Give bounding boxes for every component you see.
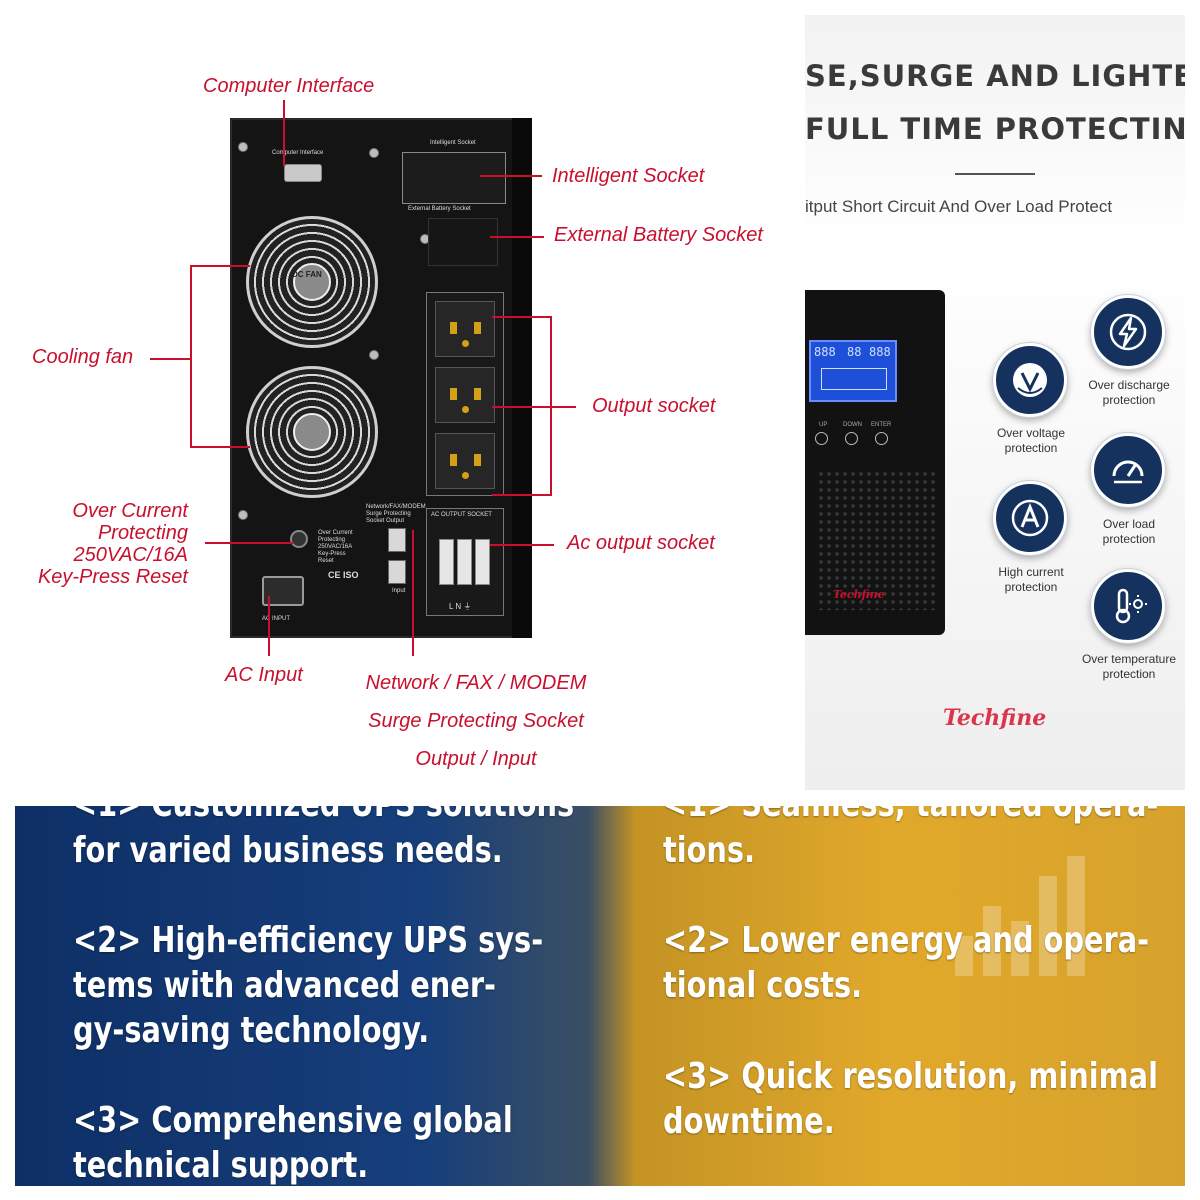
leader-line [190, 265, 192, 448]
cooling-fan [246, 216, 378, 348]
ac-input-port [262, 576, 304, 606]
input-print: Input [392, 588, 406, 594]
left-line: <2> High-efficiency UPS sys- [73, 920, 544, 961]
thermometer-icon [1091, 569, 1165, 643]
network-port-input [388, 560, 406, 584]
right-line: tional costs. [663, 965, 863, 1006]
down-button [845, 432, 858, 445]
label-network-modem: Network / FAX / MODEM Surge Protecting S… [365, 672, 587, 770]
label-computer-interface: Computer Interface [203, 75, 375, 97]
over-current-print: Over Current Protecting 250VAC/16A Key-P… [318, 530, 353, 564]
terminal [475, 539, 490, 585]
ac-input-print: AC INPUT [262, 616, 291, 622]
right-line: downtime. [663, 1101, 835, 1142]
fan-hub [293, 413, 331, 451]
techfine-logo: Techfine [943, 705, 1047, 731]
cooling-fan [246, 366, 378, 498]
left-line: <3> Comprehensive global [73, 1100, 513, 1141]
right-line: tions. [663, 830, 756, 871]
ups-side-panel [512, 118, 532, 638]
leader-line [490, 544, 554, 546]
leader-line [283, 100, 285, 166]
right-line: <3> Quick resolution, minimal [663, 1056, 1158, 1097]
ups-front: 888 88 888 UP DOWN ENTER Techfine [805, 290, 945, 635]
headline-full-time: FULL TIME PROTECTING [805, 112, 1185, 146]
leader-line [150, 358, 190, 360]
leader-line [480, 175, 542, 177]
ac-output-print: AC OUTPUT SOCKET [431, 512, 492, 518]
terminal [439, 539, 454, 585]
left-line: tems with advanced ener- [73, 965, 496, 1006]
reset-breaker [290, 530, 308, 548]
computer-interface-print: Computer Interface [272, 150, 324, 156]
left-item-1-cut: <1> Customized UPS solutions [73, 806, 574, 827]
fan-label: DC FAN [292, 270, 322, 279]
up-button [815, 432, 828, 445]
lcd-screen: 888 88 888 [809, 340, 897, 402]
leader-line [492, 494, 552, 496]
lcd-diagram [821, 368, 887, 390]
fan-hub [293, 263, 331, 301]
label-external-battery: External Battery Socket [554, 224, 763, 246]
screw [238, 142, 248, 152]
label-cooling-fan: Cooling fan [32, 346, 134, 368]
screw [369, 350, 379, 360]
external-battery-print: External Battery Socket [408, 206, 471, 212]
leader-line [490, 236, 544, 238]
network-port-output [388, 528, 406, 552]
output-outlet [435, 301, 495, 357]
battery-connector [428, 218, 498, 266]
right-line: <2> Lower energy and opera- [663, 920, 1150, 961]
lightning-icon [1091, 295, 1165, 369]
front-brand: Techfine [833, 588, 885, 601]
cert-marks: CE ISO [328, 570, 359, 580]
leader-line [492, 316, 552, 318]
intelligent-slot [402, 152, 506, 204]
ups-rear-body: Computer Interface Intelligent Socket Ex… [230, 118, 532, 638]
ac-output-terminal-panel: AC OUTPUT SOCKET L N ⏚ [426, 508, 504, 616]
caption-over-load: Over load protection [1102, 517, 1156, 546]
intelligent-socket-print: Intelligent Socket [430, 140, 476, 146]
subline-short-circuit: itput Short Circuit And Over Load Protec… [805, 197, 1113, 216]
label-ac-output-socket: Ac output socket [567, 532, 715, 554]
gauge-icon [1091, 433, 1165, 507]
screw [238, 510, 248, 520]
label-ac-input: AC Input [225, 664, 303, 686]
leader-line [205, 542, 293, 544]
screw [369, 148, 379, 158]
voltage-icon [993, 343, 1067, 417]
ampere-icon [993, 481, 1067, 555]
terminal [457, 539, 472, 585]
output-outlet [435, 367, 495, 423]
enter-button [875, 432, 888, 445]
terminal-marks: L N ⏚ [449, 602, 472, 611]
left-line: for varied business needs. [73, 830, 503, 871]
leader-line [492, 406, 576, 408]
leader-line [190, 446, 250, 448]
headline-surge: SE,SURGE AND LIGHTEN [805, 59, 1185, 93]
caption-high-current: High current protection [998, 565, 1064, 594]
front-grille [817, 470, 935, 610]
network-socket-print: Network/FAX/MODEM Surge Protecting Socke… [366, 504, 426, 524]
rear-panel-diagram: Computer Interface Intelligent Socket Ex… [0, 0, 800, 790]
db9-port [284, 164, 322, 182]
label-over-current: Over Current Protecting 250VAC/16A Key-P… [37, 500, 188, 588]
label-output-socket: Output socket [592, 395, 716, 417]
background-chart-decoration [955, 846, 1115, 976]
leader-line [412, 530, 414, 656]
service-banner: <1> Customized UPS solutions for varied … [15, 806, 1185, 1186]
right-item-1-cut: <1> Seamless, tailored opera- [663, 806, 1158, 827]
left-line: gy-saving technology. [73, 1010, 430, 1051]
output-outlet [435, 433, 495, 489]
leader-line [190, 265, 250, 267]
left-line: technical support. [73, 1145, 369, 1186]
protection-panel: SE,SURGE AND LIGHTEN FULL TIME PROTECTIN… [805, 15, 1185, 790]
caption-over-discharge: Over discharge protection [1088, 378, 1170, 407]
output-socket-panel [426, 292, 504, 496]
divider [955, 173, 1035, 175]
caption-over-temperature: Over temperature protection [1081, 652, 1177, 681]
label-intelligent-socket: Intelligent Socket [552, 165, 705, 187]
leader-line [268, 596, 270, 656]
caption-over-voltage: Over voltage protection [996, 426, 1066, 455]
